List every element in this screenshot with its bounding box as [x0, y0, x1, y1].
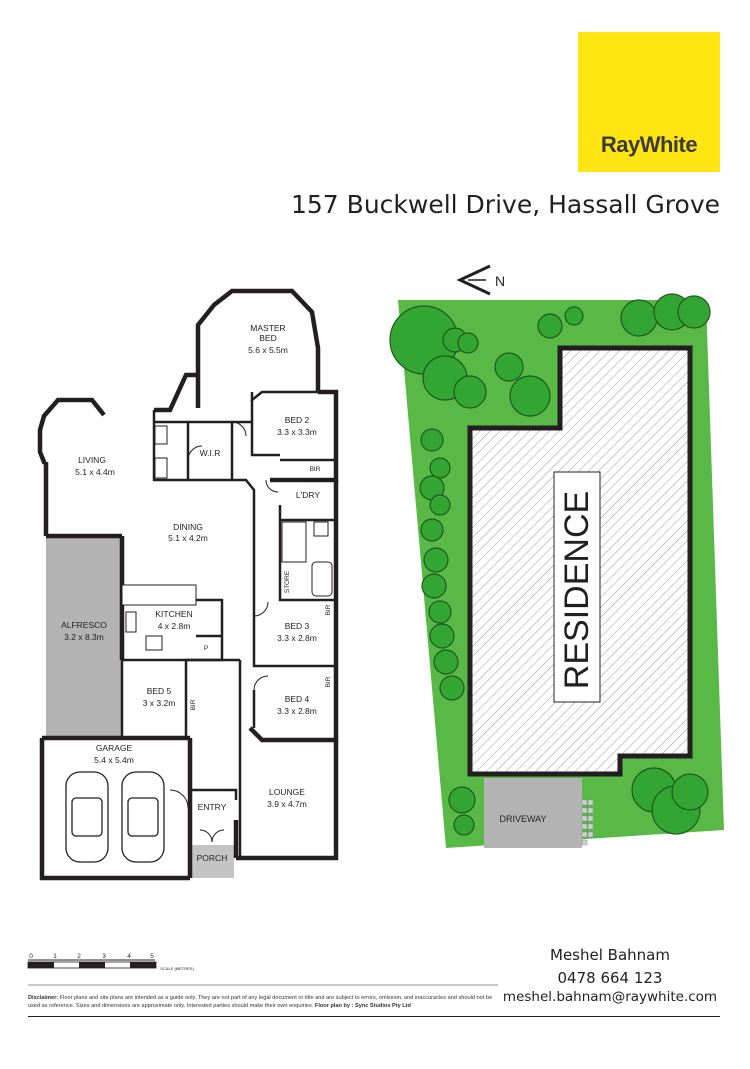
scale-label: SCALE (METRES) [160, 966, 194, 971]
dining-size: 5.1 x 4.2m [168, 533, 208, 543]
master-bed-label-2: BED [259, 333, 276, 343]
scale-tick-1: 1 [53, 953, 57, 960]
north-label: N [495, 273, 505, 289]
porch-label: PORCH [197, 853, 228, 863]
bed5-bir-label: BIR [190, 699, 197, 710]
alfresco-size: 3.2 x 8.3m [64, 632, 104, 642]
bed5-label: BED 5 [147, 686, 172, 696]
footer-divider [28, 1016, 720, 1017]
scale-bar: 0 1 2 3 4 5 SCALE (METRES) [27, 953, 498, 986]
driveway-area [484, 778, 582, 848]
lounge-size: 3.9 x 4.7m [267, 799, 307, 809]
kitchen-size: 4 x 2.8m [158, 621, 191, 631]
dining-label: DINING [173, 522, 203, 532]
disclaimer: Disclaimer: Floor plans and site plans a… [28, 995, 498, 1010]
trees [389, 293, 711, 836]
windows [50, 400, 337, 879]
bed4-label: BED 4 [285, 694, 310, 704]
scale-tick-2: 2 [77, 953, 81, 960]
agent-email[interactable]: meshel.bahnam@raywhite.com [502, 989, 718, 1005]
master-bed-label-1: MASTER [250, 323, 285, 333]
living-size: 5.1 x 4.4m [75, 467, 115, 477]
bed4-size: 3.3 x 2.8m [277, 706, 317, 716]
kitchen-cooktop [145, 635, 163, 651]
scale-tick-5: 5 [150, 953, 154, 960]
property-address: 157 Buckwell Drive, Hassall Grove [291, 190, 720, 219]
alfresco-area [46, 536, 122, 738]
site-plan: RESIDENCE DRIVEWAY [389, 264, 724, 848]
porch-area [190, 845, 234, 878]
floor-plan: MASTER BED 5.6 x 5.5m BED 2 3.3 x 3.3m B… [37, 288, 339, 881]
bed5-size: 3 x 3.2m [143, 698, 176, 708]
pantry-label: P [204, 645, 208, 652]
scale-tick-0: 0 [29, 953, 33, 960]
entry-label: ENTRY [198, 802, 227, 812]
inner-walls [120, 390, 336, 858]
laundry-label: L'DRY [296, 490, 320, 500]
bed4-bir-label: BIR [325, 676, 332, 687]
bed3-bir-label: BIR [325, 604, 332, 615]
bed3-size: 3.3 x 2.8m [277, 633, 317, 643]
driveway-label: DRIVEWAY [499, 814, 546, 824]
bed3-label: BED 3 [285, 621, 310, 631]
bed2-bir-label: BIR [310, 466, 321, 473]
lounge-label: LOUNGE [269, 787, 305, 797]
north-arrow-icon: N [456, 264, 505, 296]
alfresco-label: ALFRESCO [61, 620, 107, 630]
scale-tick-3: 3 [102, 953, 106, 960]
garage-size: 5.4 x 5.4m [94, 755, 134, 765]
agent-name: Meshel Bahnam [550, 946, 670, 964]
agent-phone[interactable]: 0478 664 123 [557, 969, 663, 987]
logo-text: RayWhite [600, 132, 698, 157]
wir-label: W.I.R [200, 448, 221, 458]
residence-label: RESIDENCE [558, 491, 596, 689]
disclaimer-credit: Floor plan by : Sync Studios Pty Ltd [314, 1002, 411, 1009]
scale-tick-4: 4 [127, 953, 131, 960]
garden-path [581, 799, 594, 846]
bed2-label: BED 2 [285, 415, 310, 425]
garage-cars [65, 771, 165, 863]
garage-label: GARAGE [96, 743, 133, 753]
living-label: LIVING [78, 455, 106, 465]
disclaimer-lead: Disclaimer: [28, 995, 59, 1001]
master-bed-size: 5.6 x 5.5m [248, 345, 288, 355]
bed2-size: 3.3 x 3.3m [277, 427, 317, 437]
bathroom-fixtures [154, 425, 333, 597]
residence-label-box [553, 471, 601, 703]
disclaimer-text: Floor plans and site plans are intended … [28, 995, 493, 1009]
door-swings [169, 421, 279, 843]
kitchen-label: KITCHEN [155, 609, 192, 619]
raywhite-logo: RayWhite [578, 32, 720, 172]
kitchen-sink [125, 611, 137, 633]
kitchen-bench [121, 584, 197, 606]
store-label: STORE [284, 570, 291, 593]
